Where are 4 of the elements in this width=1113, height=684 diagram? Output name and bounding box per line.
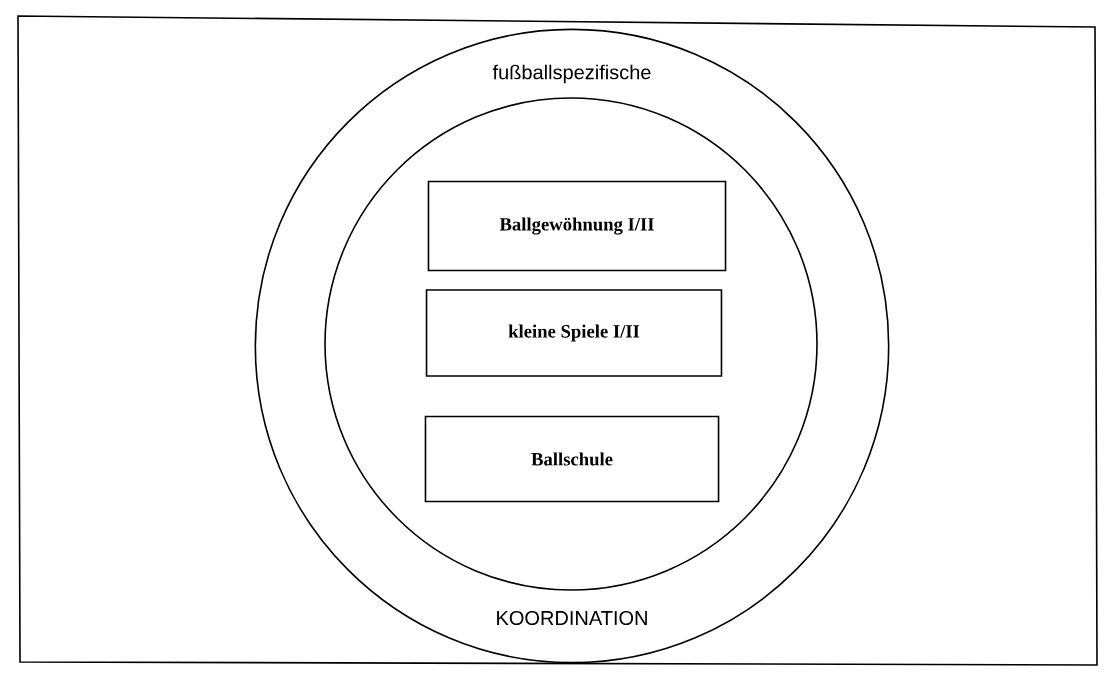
text-box: Ballgewöhnung I/II: [427, 180, 727, 272]
text-box: Ballschule: [424, 415, 720, 503]
text-box: kleine Spiele I/II: [425, 289, 723, 377]
inner-circle: [324, 97, 818, 591]
